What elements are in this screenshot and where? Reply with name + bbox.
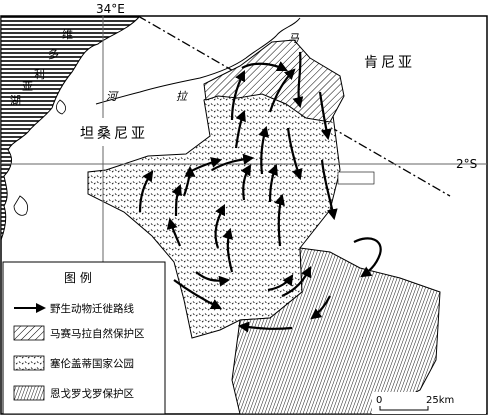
migration-arrow bbox=[182, 165, 196, 197]
legend-dotted-swatch bbox=[13, 355, 45, 371]
migration-arrow bbox=[310, 295, 331, 320]
mara-river-label: 马 河 拉 bbox=[106, 32, 300, 103]
migration-arrow bbox=[234, 109, 246, 149]
lake-label-char: 利 bbox=[34, 68, 45, 81]
legend-item-label: 野生动物迁徙路线 bbox=[50, 302, 134, 315]
scale-bar-bg bbox=[372, 392, 486, 414]
migration-arrow bbox=[318, 91, 332, 141]
legend-title: 图 例 bbox=[64, 271, 92, 285]
migration-arrow bbox=[171, 183, 182, 217]
kenya-label: 肯尼亚 bbox=[364, 55, 415, 71]
legend-item-migration-route: 野生动物迁徙路线 bbox=[14, 302, 134, 315]
legend-item-maasai-mara: 马赛马拉自然保护区 bbox=[13, 325, 145, 341]
migration-routes bbox=[138, 51, 382, 333]
migration-arrow bbox=[230, 70, 245, 121]
river-label-char: 拉 bbox=[176, 90, 189, 103]
legend-item-label: 马赛马拉自然保护区 bbox=[50, 327, 145, 340]
longitude-label: 34°E bbox=[96, 2, 125, 16]
migration-arrow bbox=[286, 127, 303, 181]
tanzania-label-bg bbox=[74, 118, 188, 146]
migration-arrow bbox=[353, 237, 382, 278]
scale-bar: 0 25km bbox=[372, 392, 486, 414]
migration-arrow bbox=[166, 217, 182, 247]
lake-label-char: 湖 bbox=[10, 94, 21, 107]
migration-arrow bbox=[281, 266, 311, 298]
lake-label-char: 多 bbox=[48, 47, 59, 61]
scale-bar-line bbox=[379, 406, 429, 411]
migration-arrow bbox=[237, 321, 293, 333]
legend-item-ngorongoro: 恩戈罗戈罗保护区 bbox=[13, 385, 134, 401]
migration-arrow bbox=[258, 125, 269, 175]
migration-arrow bbox=[241, 61, 288, 71]
legend: 图 例 野生动物迁徙路线 马赛马拉自然保护区 塞伦盖蒂国家公园 恩戈罗戈罗保护区 bbox=[2, 261, 166, 415]
river-label-char: 马 bbox=[288, 32, 300, 45]
migration-arrow bbox=[267, 163, 278, 203]
migration-arrow bbox=[320, 159, 338, 221]
legend-vertical-hatch-swatch bbox=[13, 385, 45, 401]
lake-island bbox=[56, 99, 66, 115]
scale-distance-label: 25km bbox=[426, 395, 454, 406]
migration-arrow bbox=[214, 204, 225, 249]
legend-item-label: 恩戈罗戈罗保护区 bbox=[50, 387, 134, 400]
river-label-char: 河 bbox=[106, 90, 119, 103]
kenya-label-bg bbox=[356, 48, 440, 74]
lake-label-char: 维 bbox=[62, 28, 73, 41]
legend-diagonal-hatch-swatch bbox=[13, 325, 45, 341]
migration-arrow bbox=[274, 193, 285, 247]
tanzania-label: 坦桑尼亚 bbox=[80, 126, 148, 142]
latitude-label: 2°S bbox=[456, 157, 477, 171]
lake-victoria-label: 维 多 利 亚 湖 bbox=[10, 28, 73, 107]
scale-zero-label: 0 bbox=[376, 395, 382, 406]
legend-item-label: 塞伦盖蒂国家公园 bbox=[50, 357, 134, 370]
migration-arrow bbox=[240, 164, 252, 201]
migration-arrow bbox=[138, 170, 154, 213]
migration-arrow bbox=[173, 279, 222, 309]
lake-island bbox=[13, 195, 28, 216]
migration-arrow bbox=[292, 51, 304, 109]
mara-river bbox=[95, 17, 301, 105]
migration-arrow bbox=[222, 227, 234, 273]
lake-victoria bbox=[0, 15, 142, 241]
legend-item-serengeti: 塞伦盖蒂国家公园 bbox=[13, 355, 134, 371]
map-inset-box bbox=[337, 171, 375, 185]
migration-arrow bbox=[195, 271, 231, 287]
migration-arrow bbox=[267, 274, 294, 292]
lake-label-char: 亚 bbox=[22, 80, 33, 93]
migration-arrow bbox=[268, 68, 296, 113]
migration-arrow bbox=[211, 153, 255, 171]
